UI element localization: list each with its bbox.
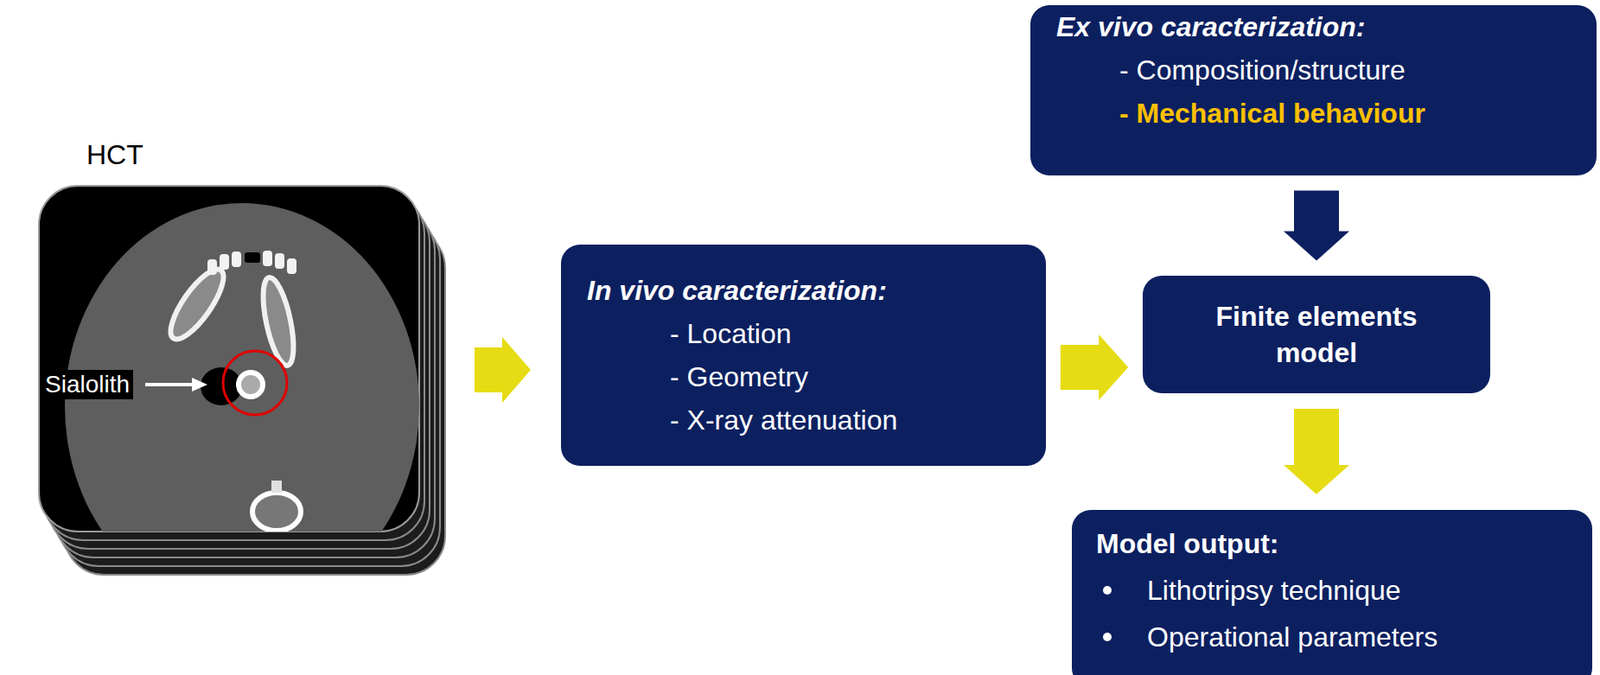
oral-gap (244, 252, 261, 263)
box-heading: Ex vivo caracterization: (1056, 5, 1571, 49)
tooth (207, 259, 217, 275)
callout-label: Sialolith (41, 369, 134, 400)
box-line: Lithotripsy technique (1096, 567, 1569, 614)
mandible-bone (161, 262, 232, 347)
box-line: - Geometry (586, 355, 1020, 399)
pointer-arrow (145, 382, 194, 387)
box-line: - Composition/structure (1056, 48, 1571, 92)
airway (200, 367, 243, 406)
highlight-circle (223, 350, 287, 415)
tooth (262, 250, 273, 267)
block-arrow (474, 337, 531, 403)
mandible-bone (256, 274, 300, 369)
vertebra (252, 492, 301, 531)
block-arrow (1283, 408, 1350, 495)
head-section (64, 203, 420, 532)
tooth (274, 253, 285, 269)
box-line: - X-ray attenuation (586, 398, 1020, 442)
model-box: Finite elements model (1142, 275, 1491, 394)
box-line: Operational parameters (1096, 613, 1569, 661)
process-box: In vivo caracterization:- Location- Geom… (560, 244, 1046, 466)
tooth (231, 251, 242, 268)
vertebra (271, 480, 282, 493)
process-box: Ex vivo caracterization:- Composition/st… (1030, 5, 1597, 176)
box-heading: In vivo caracterization: (586, 268, 1020, 313)
output-box: Model output:Lithotripsy techniqueOperat… (1071, 509, 1593, 675)
tooth (286, 258, 297, 275)
block-arrow (1060, 334, 1129, 401)
box-heading: Finite elements model (1186, 298, 1447, 371)
image-label: HCT (86, 138, 144, 172)
box-heading: Model output: (1096, 520, 1569, 568)
sialolith (238, 372, 263, 397)
tooth (219, 254, 230, 270)
block-arrow (1283, 190, 1350, 261)
box-line: - Location (586, 312, 1020, 356)
soft-tissue (64, 203, 420, 532)
pointer-arrowhead (191, 377, 208, 392)
box-line: - Mechanical behaviour (1056, 91, 1571, 135)
